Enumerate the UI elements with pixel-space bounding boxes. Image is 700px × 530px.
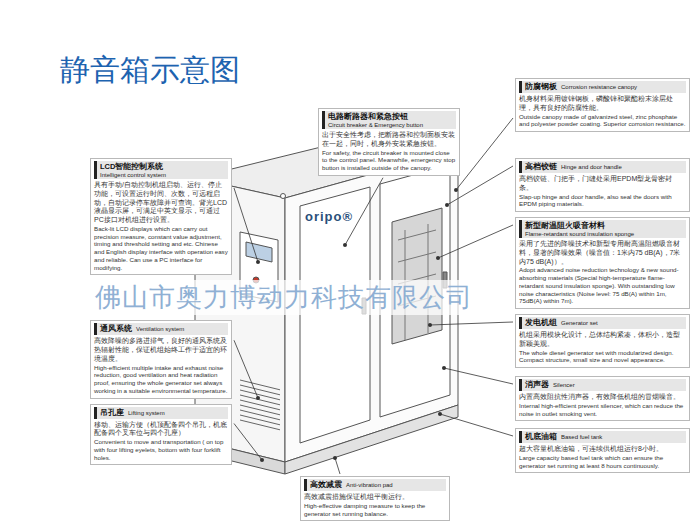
- callout-box: 高效减震 Anti-vibration pad 高效减震措施保证机组平衡运行。Hig…: [300, 476, 450, 521]
- leader-dot: [260, 458, 264, 462]
- leader-line: [438, 225, 513, 258]
- description-chinese: 出于安全性考虑，把断路器和控制面板安装在一起，同时，机身外安装紧急按钮。: [322, 131, 456, 149]
- heading-english: Corrosion resistance canopy: [561, 84, 637, 90]
- leader-line: [430, 322, 513, 325]
- leader-line: [234, 188, 258, 262]
- callout-box: 发电机组 Generator set 机组采用模块化设计，总体结构紧凑，体积小，造型…: [515, 314, 690, 368]
- callout-header: 高效减震 Anti-vibration pad: [304, 479, 446, 491]
- description-english: High-efficient multiple intake and exhau…: [94, 364, 228, 395]
- heading-chinese: 新型耐温阻火吸音材料: [525, 221, 605, 231]
- leader-dot: [428, 323, 432, 327]
- leader-line: [440, 414, 513, 436]
- heading-english: Flame-retardant sound insulation sponge: [525, 231, 634, 237]
- leader-dot: [343, 243, 347, 247]
- heading-english: Silencer: [553, 382, 575, 388]
- callout-box: 电路断路器和紧急按钮Circuit breaker & Emergency bu…: [318, 108, 460, 176]
- leader-line: [456, 118, 513, 190]
- description-english: Slap-up hinge and door handle, also seal…: [519, 193, 686, 209]
- heading-chinese: 高效减震: [310, 480, 342, 490]
- callout-header: 高档铰链 Hinge and door handle: [519, 161, 686, 173]
- description-english: Large capacity based fuel tank which can…: [519, 454, 686, 470]
- heading-chinese: 机底油箱: [525, 432, 557, 442]
- description-english: The whole diesel generator set with modu…: [519, 349, 686, 365]
- heading-chinese: 通风系统: [100, 324, 132, 334]
- description-chinese: 移动、运输方便（机顶配备四个吊孔，机底配备四个叉车位与四个孔座）: [94, 421, 228, 439]
- heading-chinese: 电路断路器和紧急按钮: [328, 112, 408, 122]
- leader-dot: [438, 412, 442, 416]
- heading-chinese: 防腐钢板: [525, 82, 557, 92]
- brand-logo: oripo®: [305, 209, 353, 224]
- callout-header: 发电机组 Generator set: [519, 317, 686, 329]
- leader-line: [234, 340, 258, 398]
- heading-chinese: 高档铰链: [525, 162, 557, 172]
- description-chinese: 高效降噪的多路进排气，良好的通风系统及热辐射性能，保证机组始终工作于适宜的环境温…: [94, 337, 228, 363]
- callout-header: LCD智能控制系统Intelligent control system: [94, 161, 228, 179]
- description-chinese: 具有手动/自动控制机组启动、运行、停止功能，可设置运行时间、次数，可远程启动，自…: [94, 181, 228, 225]
- callout-header: 新型耐温阻火吸音材料Flame-retardant sound insulati…: [519, 220, 686, 238]
- diagram-title: 静音箱示意图: [60, 50, 240, 91]
- heading-english: Ventilation system: [136, 326, 184, 332]
- heading-english: Lifting system: [128, 410, 165, 416]
- heading-chinese: LCD智能控制系统: [100, 162, 163, 172]
- callout-header: 通风系统 Ventilation system: [94, 323, 228, 335]
- heading-chinese: 消声器: [525, 380, 549, 390]
- leader-dot: [436, 256, 440, 260]
- heading-english: Hinge and door handle: [561, 164, 622, 170]
- description-chinese: 机身材料采用镀锌钢板，磷酸锌和聚酯粉末涂层处理，具有良好的防腐性能。: [519, 95, 686, 113]
- callout-box: 高档铰链 Hinge and door handle 高档铰链、门把手，门缝处采用E…: [515, 158, 690, 212]
- watermark: 佛山市奥力博动力科技有限公司: [92, 280, 476, 315]
- description-chinese: 内置高效阻抗性消声器，有效降低机组的冒烟噪音。: [519, 393, 686, 402]
- description-english: Back-lit LCD displays which can carry ou…: [94, 225, 228, 272]
- lcd-screen: [246, 242, 272, 262]
- heading-english: Generator set: [561, 320, 598, 326]
- leader-dot: [445, 203, 449, 207]
- leader-line: [335, 458, 340, 474]
- leader-dot: [256, 260, 260, 264]
- description-english: Adopt advanced noise reduction technolog…: [519, 266, 686, 305]
- leader-dot: [256, 396, 260, 400]
- description-english: For safety, the circuit breaker is mount…: [322, 149, 456, 172]
- description-english: Internal high-efficient prevent silencer…: [519, 402, 686, 418]
- callout-box: 吊孔座 Lifting system 移动、运输方便（机顶配备四个吊孔，机底配备四个…: [90, 404, 232, 466]
- leader-dot: [454, 188, 458, 192]
- callout-header: 吊孔座 Lifting system: [94, 407, 228, 419]
- leader-line: [444, 368, 513, 384]
- callout-header: 消声器 Silencer: [519, 379, 686, 391]
- description-english: Outside canopy made of galvanized steel,…: [519, 113, 686, 129]
- callout-box: 新型耐温阻火吸音材料Flame-retardant sound insulati…: [515, 217, 690, 309]
- callout-box: 防腐钢板 Corrosion resistance canopy 机身材料采用镀锌钢…: [515, 78, 690, 132]
- leader-dot: [442, 366, 446, 370]
- heading-english: Anti-vibration pad: [346, 482, 393, 488]
- heading-chinese: 发电机组: [525, 318, 557, 328]
- callout-header: 防腐钢板 Corrosion resistance canopy: [519, 81, 686, 93]
- callout-box: LCD智能控制系统Intelligent control system 具有手动/…: [90, 158, 232, 275]
- air-louver: [240, 380, 280, 430]
- engine-window: [392, 208, 442, 344]
- description-chinese: 机组采用模块化设计，总体结构紧凑，体积小，造型新颖美观。: [519, 331, 686, 349]
- callout-box: 通风系统 Ventilation system 高效降噪的多路进排气，良好的通风系统…: [90, 320, 232, 398]
- description-chinese: 采用了先进的降噪技术和新型专用耐高温阻燃吸音材料，显著的降噪效果（噪音值：1米内…: [519, 240, 686, 266]
- lifting-eye: [281, 194, 286, 199]
- description-english: Convenient to move and transportation ( …: [94, 438, 228, 461]
- description-english: High-effective damping measure to keep t…: [304, 502, 446, 518]
- heading-chinese: 吊孔座: [100, 408, 124, 418]
- callout-header: 机底油箱 Based fuel tank: [519, 431, 686, 443]
- callout-header: 电路断路器和紧急按钮Circuit breaker & Emergency bu…: [322, 111, 456, 129]
- leader-line: [234, 424, 262, 461]
- description-chinese: 超大容量机底油箱，可连续供机组运行8小时。: [519, 445, 686, 454]
- leader-dot: [333, 456, 337, 460]
- callout-box: 机底油箱 Based fuel tank 超大容量机底油箱，可连续供机组运行8小时。…: [515, 428, 690, 473]
- description-chinese: 高效减震措施保证机组平衡运行。: [304, 493, 446, 502]
- description-chinese: 高档铰链、门把手，门缝处采用EPDM型龙骨密封条。: [519, 175, 686, 193]
- heading-english: Circuit breaker & Emergency button: [328, 122, 423, 128]
- callout-box: 消声器 Silencer 内置高效阻抗性消声器，有效降低机组的冒烟噪音。Intern…: [515, 376, 690, 421]
- heading-english: Intelligent control system: [100, 172, 166, 178]
- heading-english: Based fuel tank: [561, 434, 602, 440]
